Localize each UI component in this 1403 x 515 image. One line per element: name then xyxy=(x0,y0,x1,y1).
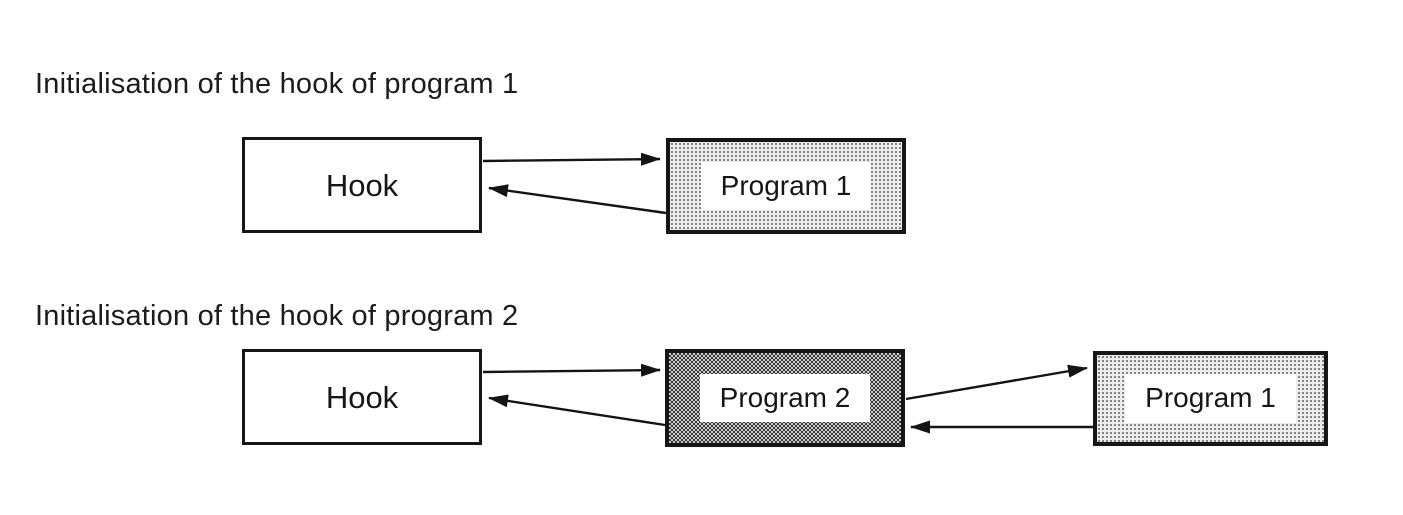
diagram2-program2-box: Program 2 xyxy=(665,349,905,447)
diagram2-hook-box: Hook xyxy=(242,349,482,445)
arrow-program2-to-hook2 xyxy=(488,394,666,427)
diagram2-program2-label: Program 2 xyxy=(699,373,871,423)
arrow-program2-to-program1 xyxy=(905,364,1088,401)
diagram1-title: Initialisation of the hook of program 1 xyxy=(35,68,519,100)
diagram2-hook-label: Hook xyxy=(325,379,399,415)
diagram2-program1-box: Program 1 xyxy=(1093,351,1328,446)
diagram2-program1-label: Program 1 xyxy=(1125,374,1296,423)
diagram1-hook-label: Hook xyxy=(325,167,399,203)
diagram1-program1-label: Program 1 xyxy=(700,161,872,211)
diagram1-hook-box: Hook xyxy=(242,137,482,233)
arrow-hook2-to-program2 xyxy=(482,363,661,377)
diagram1-program1-box: Program 1 xyxy=(666,138,906,234)
arrow-hook1-to-program1 xyxy=(482,152,661,166)
arrow-program1-to-hook1 xyxy=(488,184,667,215)
diagram2-title: Initialisation of the hook of program 2 xyxy=(35,300,519,332)
